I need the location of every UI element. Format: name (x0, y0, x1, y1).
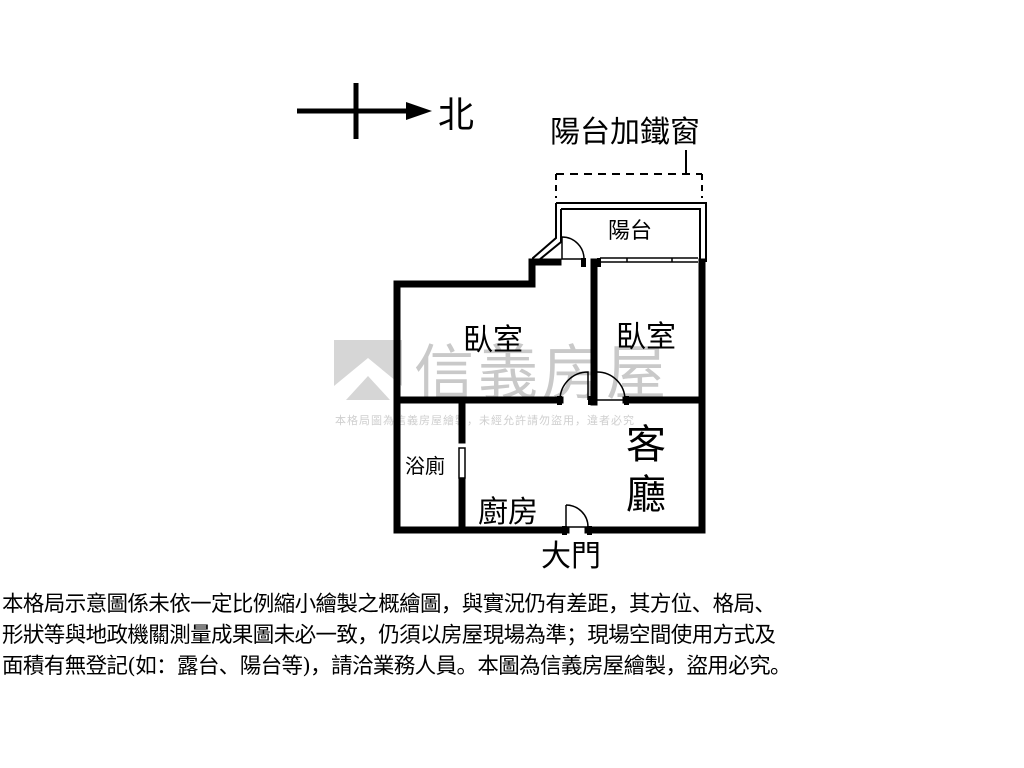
watermark-logo-icon (334, 340, 402, 400)
room-bedroom-right-label: 臥室 (616, 320, 676, 355)
door-swings (458, 236, 626, 528)
room-bathroom-label: 浴廁 (405, 454, 445, 478)
disclaimer-line-1: 本格局示意圖係未依一定比例縮小繪製之概繪圖，與實況仍有差距，其方位、格局、 (2, 592, 776, 617)
balcony-window-label: 陽台加鐵窗 (550, 115, 700, 150)
disclaimer: 本格局示意圖係未依一定比例縮小繪製之概繪圖，與實況仍有差距，其方位、格局、 形狀… (2, 589, 1022, 682)
room-living-label-2: 廳 (626, 472, 666, 518)
compass-label: 北 (438, 95, 474, 136)
room-living-label-1: 客 (626, 422, 666, 468)
north-arrow-icon (297, 83, 432, 139)
disclaimer-line-2: 形狀等與地政機關測量成果圖未必一致，仍須以房屋現場為準；現場空間使用方式及 (2, 623, 776, 648)
sliding-door-icon (600, 257, 698, 263)
walls (393, 258, 706, 534)
door-jambs (557, 258, 629, 535)
room-kitchen-label: 廚房 (478, 495, 538, 530)
main-door-label: 大門 (541, 539, 601, 574)
balcony-window-bracket (555, 150, 703, 198)
room-bedroom-left-label: 臥室 (463, 323, 523, 358)
floor-plan: 信義房屋 本格局圖為信義房屋繪製，未經允許請勿盜用，違者必究 北 陽台加鐵窗 (297, 83, 707, 574)
disclaimer-line-3: 面積有無登記(如：露台、陽台等)，請洽業務人員。本圖為信義房屋繪製，盜用必究。 (2, 654, 791, 679)
watermark-notice: 本格局圖為信義房屋繪製，未經允許請勿盜用，違者必究 (335, 413, 635, 427)
room-balcony-label: 陽台 (608, 219, 652, 244)
